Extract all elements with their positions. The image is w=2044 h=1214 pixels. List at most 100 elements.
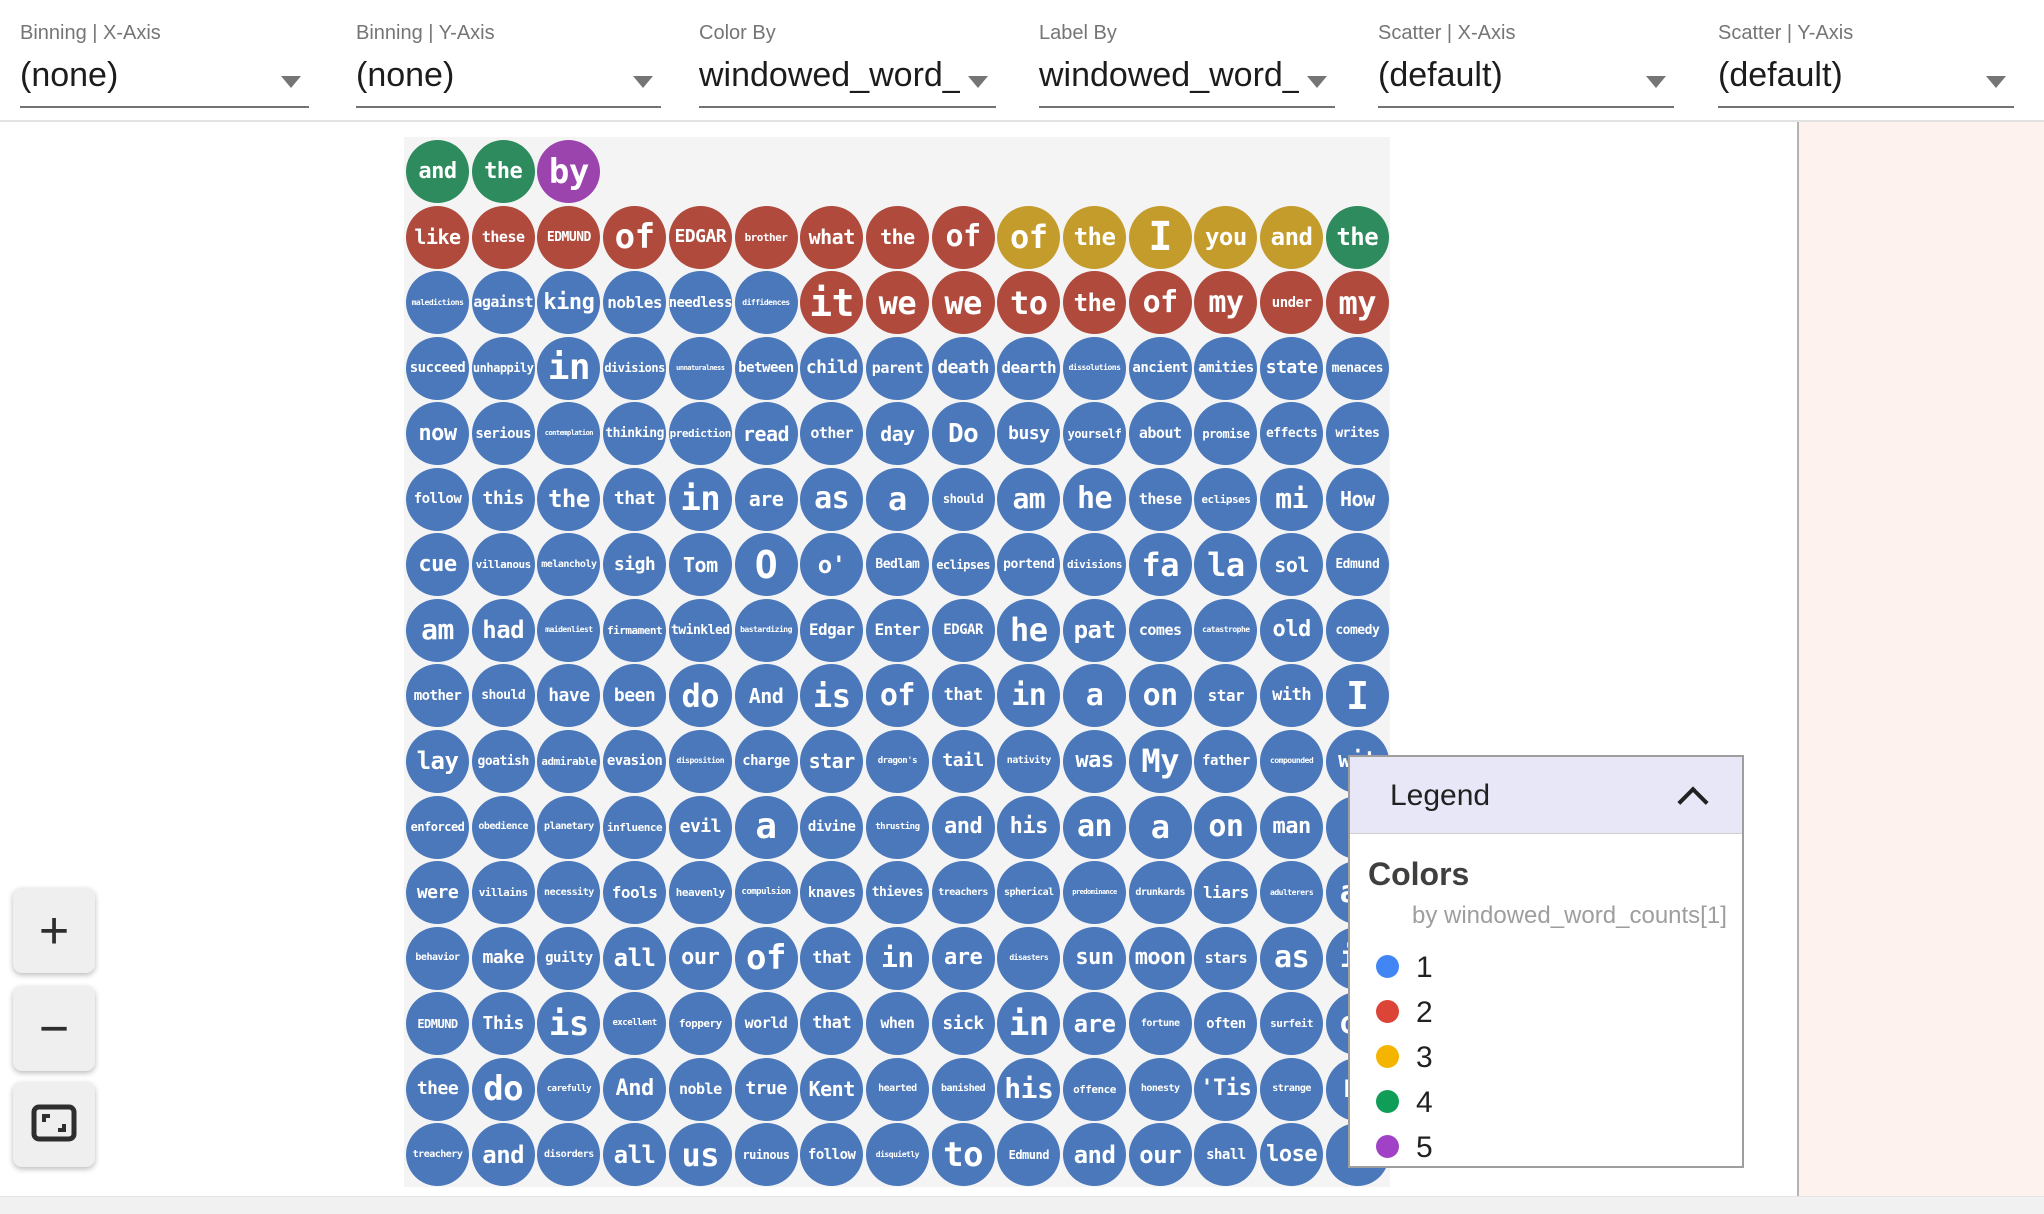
word-bubble[interactable]: treachers xyxy=(931,861,995,925)
word-bubble[interactable]: I xyxy=(1325,664,1389,728)
word-bubble[interactable]: brother xyxy=(734,205,798,269)
word-bubble[interactable]: And xyxy=(603,1057,667,1121)
word-bubble[interactable]: against xyxy=(471,271,535,335)
word-bubble[interactable]: thrusting xyxy=(865,795,929,859)
word-bubble[interactable]: predominance xyxy=(1063,861,1126,925)
word-bubble[interactable]: of xyxy=(603,205,667,269)
word-bubble[interactable]: heavenly xyxy=(668,861,732,925)
word-bubble[interactable]: And xyxy=(734,664,798,728)
word-bubble[interactable]: father xyxy=(1194,729,1258,793)
word-bubble[interactable]: necessity xyxy=(537,861,601,925)
word-bubble[interactable]: dragon's xyxy=(865,729,929,793)
word-bubble[interactable]: in xyxy=(537,336,601,400)
word-bubble[interactable]: promise xyxy=(1194,402,1258,466)
dropdown-value[interactable]: (default) xyxy=(1378,56,1503,94)
word-bubble[interactable]: and xyxy=(406,140,469,203)
word-bubble[interactable]: Enter xyxy=(865,598,929,662)
word-bubble[interactable]: his xyxy=(997,1057,1061,1121)
word-bubble[interactable]: unhappily xyxy=(471,336,535,400)
word-bubble[interactable]: honesty xyxy=(1128,1057,1192,1121)
word-bubble[interactable]: do xyxy=(668,664,732,728)
word-bubble[interactable]: thieves xyxy=(865,861,929,925)
word-bubble[interactable]: true xyxy=(734,1057,798,1121)
word-bubble[interactable]: about xyxy=(1128,402,1192,466)
word-bubble[interactable]: divisions xyxy=(603,336,667,400)
word-bubble[interactable]: bastardizing xyxy=(734,598,798,662)
word-bubble[interactable]: thinking xyxy=(603,402,667,466)
word-bubble[interactable]: drunkards xyxy=(1128,861,1192,925)
word-bubble[interactable]: a xyxy=(1128,795,1192,859)
word-bubble[interactable]: My xyxy=(1128,729,1192,793)
word-bubble[interactable]: parent xyxy=(865,336,929,400)
word-bubble[interactable]: ruinous xyxy=(734,1123,798,1187)
word-bubble[interactable]: do xyxy=(471,1057,535,1121)
word-bubble[interactable]: in xyxy=(668,467,732,531)
word-bubble[interactable]: unnaturalness xyxy=(668,336,732,400)
word-bubble[interactable]: surfeit xyxy=(1260,992,1324,1056)
word-bubble[interactable]: contemplation xyxy=(537,402,601,466)
word-bubble[interactable]: day xyxy=(865,402,929,466)
word-bubble[interactable]: should xyxy=(931,467,995,531)
word-bubble[interactable]: when xyxy=(865,992,929,1056)
word-bubble[interactable]: between xyxy=(734,336,798,400)
word-bubble[interactable]: obedience xyxy=(471,795,535,859)
word-bubble[interactable]: this xyxy=(471,467,535,531)
word-bubble[interactable]: la xyxy=(1194,533,1258,597)
word-bubble[interactable]: eclipses xyxy=(931,533,995,597)
fit-to-screen-button[interactable] xyxy=(13,1082,95,1167)
word-bubble[interactable]: follow xyxy=(800,1123,864,1187)
word-bubble[interactable]: as xyxy=(800,467,864,531)
word-bubble[interactable]: he xyxy=(997,598,1061,662)
word-bubble[interactable]: should xyxy=(471,664,535,728)
word-bubble[interactable]: Edmund xyxy=(997,1123,1061,1187)
word-bubble[interactable]: make xyxy=(471,926,535,990)
word-bubble[interactable]: a xyxy=(1063,664,1126,728)
word-bubble[interactable]: needless xyxy=(669,271,733,335)
word-bubble[interactable]: child xyxy=(800,336,864,400)
word-bubble[interactable]: the xyxy=(1325,205,1389,269)
word-bubble[interactable]: other xyxy=(800,402,864,466)
word-bubble[interactable]: goatish xyxy=(471,729,535,793)
word-bubble[interactable]: and xyxy=(471,1123,535,1187)
word-bubble[interactable]: thee xyxy=(406,1057,469,1121)
word-bubble[interactable]: the xyxy=(1063,271,1126,335)
word-bubble[interactable]: lose xyxy=(1260,1123,1324,1187)
word-bubble[interactable]: yourself xyxy=(1063,402,1126,466)
word-bubble[interactable]: read xyxy=(734,402,798,466)
word-bubble[interactable]: foppery xyxy=(668,992,732,1056)
word-bubble[interactable]: our xyxy=(668,926,732,990)
word-bubble[interactable]: king xyxy=(537,271,601,335)
word-bubble[interactable]: by xyxy=(537,140,601,203)
dropdown-value[interactable]: windowed_word_c xyxy=(699,56,960,94)
word-bubble[interactable]: writes xyxy=(1325,402,1389,466)
word-bubble[interactable]: busy xyxy=(997,402,1061,466)
word-bubble[interactable]: stars xyxy=(1194,926,1258,990)
word-bubble[interactable]: world xyxy=(734,992,798,1056)
word-bubble[interactable]: hearted xyxy=(865,1057,929,1121)
word-bubble[interactable]: an xyxy=(1063,795,1126,859)
word-bubble[interactable]: divisions xyxy=(1063,533,1126,597)
word-bubble[interactable]: divine xyxy=(800,795,864,859)
dropdown-arrow-icon[interactable] xyxy=(633,76,653,88)
word-bubble[interactable]: of xyxy=(865,664,929,728)
word-bubble[interactable]: EDGAR xyxy=(668,205,732,269)
word-bubble[interactable]: maledictions xyxy=(406,271,469,335)
word-bubble[interactable]: we xyxy=(931,271,995,335)
word-bubble[interactable]: disasters xyxy=(997,926,1061,990)
word-bubble[interactable]: offence xyxy=(1063,1057,1126,1121)
word-bubble[interactable]: old xyxy=(1260,598,1324,662)
word-bubble[interactable]: on xyxy=(1128,664,1192,728)
word-bubble[interactable]: his xyxy=(997,795,1061,859)
zoom-out-button[interactable]: − xyxy=(13,986,95,1071)
word-bubble[interactable]: been xyxy=(603,664,667,728)
word-bubble[interactable]: sun xyxy=(1063,926,1126,990)
word-bubble[interactable]: serious xyxy=(471,402,535,466)
word-bubble[interactable]: treachery xyxy=(406,1123,469,1187)
word-bubble[interactable]: prediction xyxy=(668,402,732,466)
word-bubble[interactable]: strange xyxy=(1260,1057,1324,1121)
dropdown-arrow-icon[interactable] xyxy=(281,76,301,88)
word-bubble[interactable]: death xyxy=(931,336,995,400)
word-bubble[interactable]: I xyxy=(1128,205,1192,269)
word-bubble[interactable]: a xyxy=(734,795,798,859)
dropdown-value[interactable]: (none) xyxy=(356,56,455,94)
